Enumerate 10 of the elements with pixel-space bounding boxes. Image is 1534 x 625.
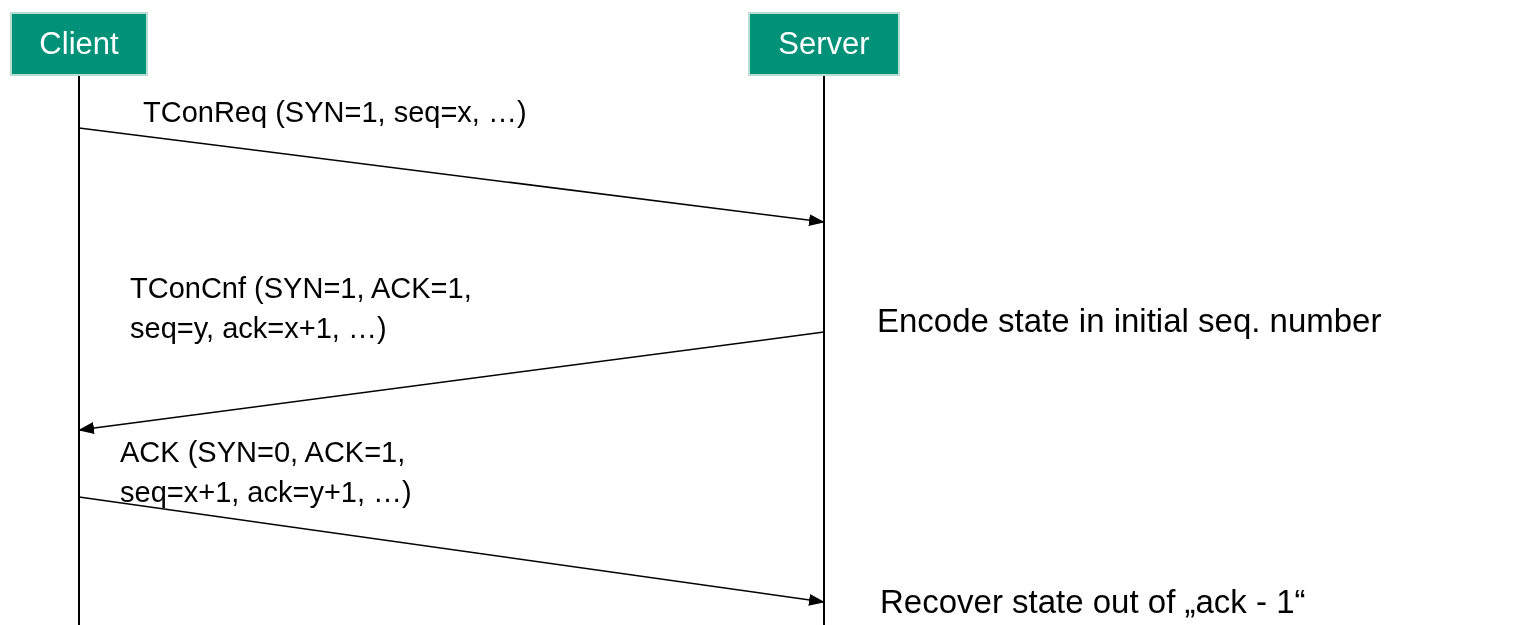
note-text: Recover state out of „ack - 1“ — [880, 583, 1306, 621]
message-label: ACK (SYN=0, ACK=1, seq=x+1, ack=y+1, …) — [120, 435, 413, 510]
message-label: TConCnf (SYN=1, ACK=1, seq=y, ack=x+1, …) — [130, 271, 473, 346]
message-arrow — [78, 496, 825, 606]
note-text: Encode state in initial seq. number — [877, 302, 1382, 340]
participant-box: Server — [748, 12, 900, 76]
message-arrow — [78, 331, 825, 434]
message-arrow — [78, 127, 825, 227]
participant-box: Client — [10, 12, 148, 76]
message-label: TConReq (SYN=1, seq=x, …) — [143, 95, 528, 130]
